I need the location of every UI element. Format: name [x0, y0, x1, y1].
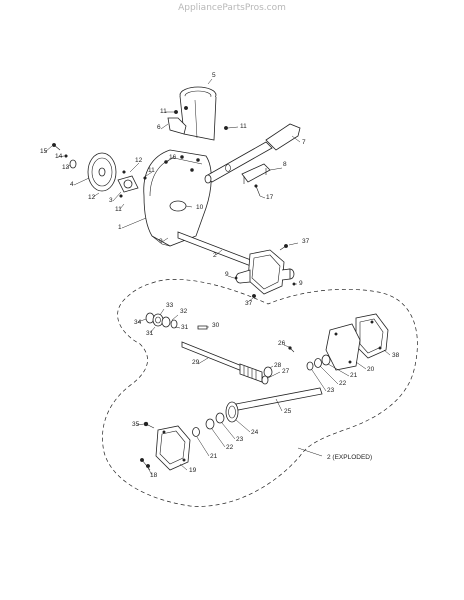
callout-c15: 15 — [40, 148, 48, 155]
callout-c32: 32 — [180, 308, 188, 315]
callout-c38: 38 — [392, 352, 400, 359]
spacers-27-28 — [261, 365, 281, 385]
bracket-6 — [160, 117, 187, 135]
callout-c9a: 9 — [159, 238, 163, 245]
gearbox-half-38-20 — [325, 313, 391, 371]
callout-c5: 5 — [212, 72, 216, 79]
hardware-13-14-15 — [44, 142, 77, 169]
callout-c23a: 23 — [327, 387, 335, 394]
screw-35 — [136, 421, 155, 429]
callout-c35: 35 — [132, 421, 140, 428]
callout-c14: 14 — [55, 153, 63, 160]
callout-c30: 30 — [212, 322, 220, 329]
callout-c2: 2 — [213, 252, 217, 259]
callout-c24: 24 — [251, 429, 259, 436]
callout-c21b: 21 — [210, 453, 218, 460]
callout-c34: 34 — [134, 319, 142, 326]
bolts-11-top — [165, 105, 239, 130]
callout-c21a: 21 — [350, 372, 358, 379]
clip-8 — [241, 163, 283, 184]
callout-c9c: 9 — [299, 280, 303, 287]
watermark-text: AppliancePartsPros.com — [178, 3, 286, 13]
chute-housing-5 — [179, 78, 217, 141]
shaft-2 — [177, 231, 257, 269]
callout-c7: 7 — [302, 139, 306, 146]
callout-c12a: 12 — [135, 157, 143, 164]
callout-c37b: 37 — [245, 300, 253, 307]
callout-c11b: 11 — [240, 123, 247, 130]
callout-c23b: 23 — [236, 436, 244, 443]
callout-c19: 19 — [189, 467, 197, 474]
control-handle-7 — [204, 123, 301, 184]
callout-c11d: 11 — [115, 206, 122, 213]
callout-c37a: 37 — [302, 238, 310, 245]
plug-26 — [283, 344, 295, 353]
output-shaft-25-gear-24 — [225, 387, 323, 433]
callout-c18: 18 — [150, 472, 158, 479]
callout-c11a: 11 — [160, 108, 167, 115]
exploded-leader — [297, 447, 323, 457]
exploded-view-boundary — [102, 279, 418, 507]
callout-c3: 3 — [109, 197, 113, 204]
callout-c31b: 31 — [181, 324, 189, 331]
callout-c31a: 31 — [146, 330, 154, 337]
bearing-flange-3 — [92, 162, 153, 210]
callout-c4: 4 — [70, 181, 74, 188]
auger-housing-1 — [121, 149, 212, 247]
callout-c9b: 9 — [225, 271, 229, 278]
pin-17 — [254, 184, 266, 199]
callout-c16: 16 — [169, 154, 177, 161]
seals-bearings-31-34 — [137, 308, 181, 334]
callout-c33: 33 — [166, 302, 174, 309]
gearbox-half-19 — [155, 425, 191, 471]
callout-c27: 27 — [282, 368, 290, 375]
callout-c22a: 22 — [339, 380, 347, 387]
pulley-4 — [73, 152, 117, 192]
callout-c10: 10 — [196, 204, 204, 211]
bolts-18 — [139, 458, 153, 476]
callout-c6: 6 — [157, 124, 161, 131]
callout-c28: 28 — [274, 362, 282, 369]
callout-c11c: 11 — [148, 167, 155, 174]
washers-21-22-23-lower — [192, 412, 236, 457]
callout-c25: 25 — [284, 408, 292, 415]
callout-c12b: 12 — [88, 194, 96, 201]
callout-c2x: 2 (EXPLODED) — [327, 454, 372, 461]
callout-c1: 1 — [118, 224, 122, 231]
callout-c26: 26 — [278, 340, 286, 347]
callout-c22b: 22 — [226, 444, 234, 451]
gearbox-assembly — [227, 242, 299, 303]
washers-21-22-23-upper — [306, 354, 350, 392]
callout-c17: 17 — [266, 194, 274, 201]
callout-c29: 29 — [192, 359, 200, 366]
callout-c20: 20 — [367, 366, 375, 373]
callout-c8: 8 — [283, 161, 287, 168]
callout-c13: 13 — [62, 164, 70, 171]
key-30 — [197, 325, 209, 330]
